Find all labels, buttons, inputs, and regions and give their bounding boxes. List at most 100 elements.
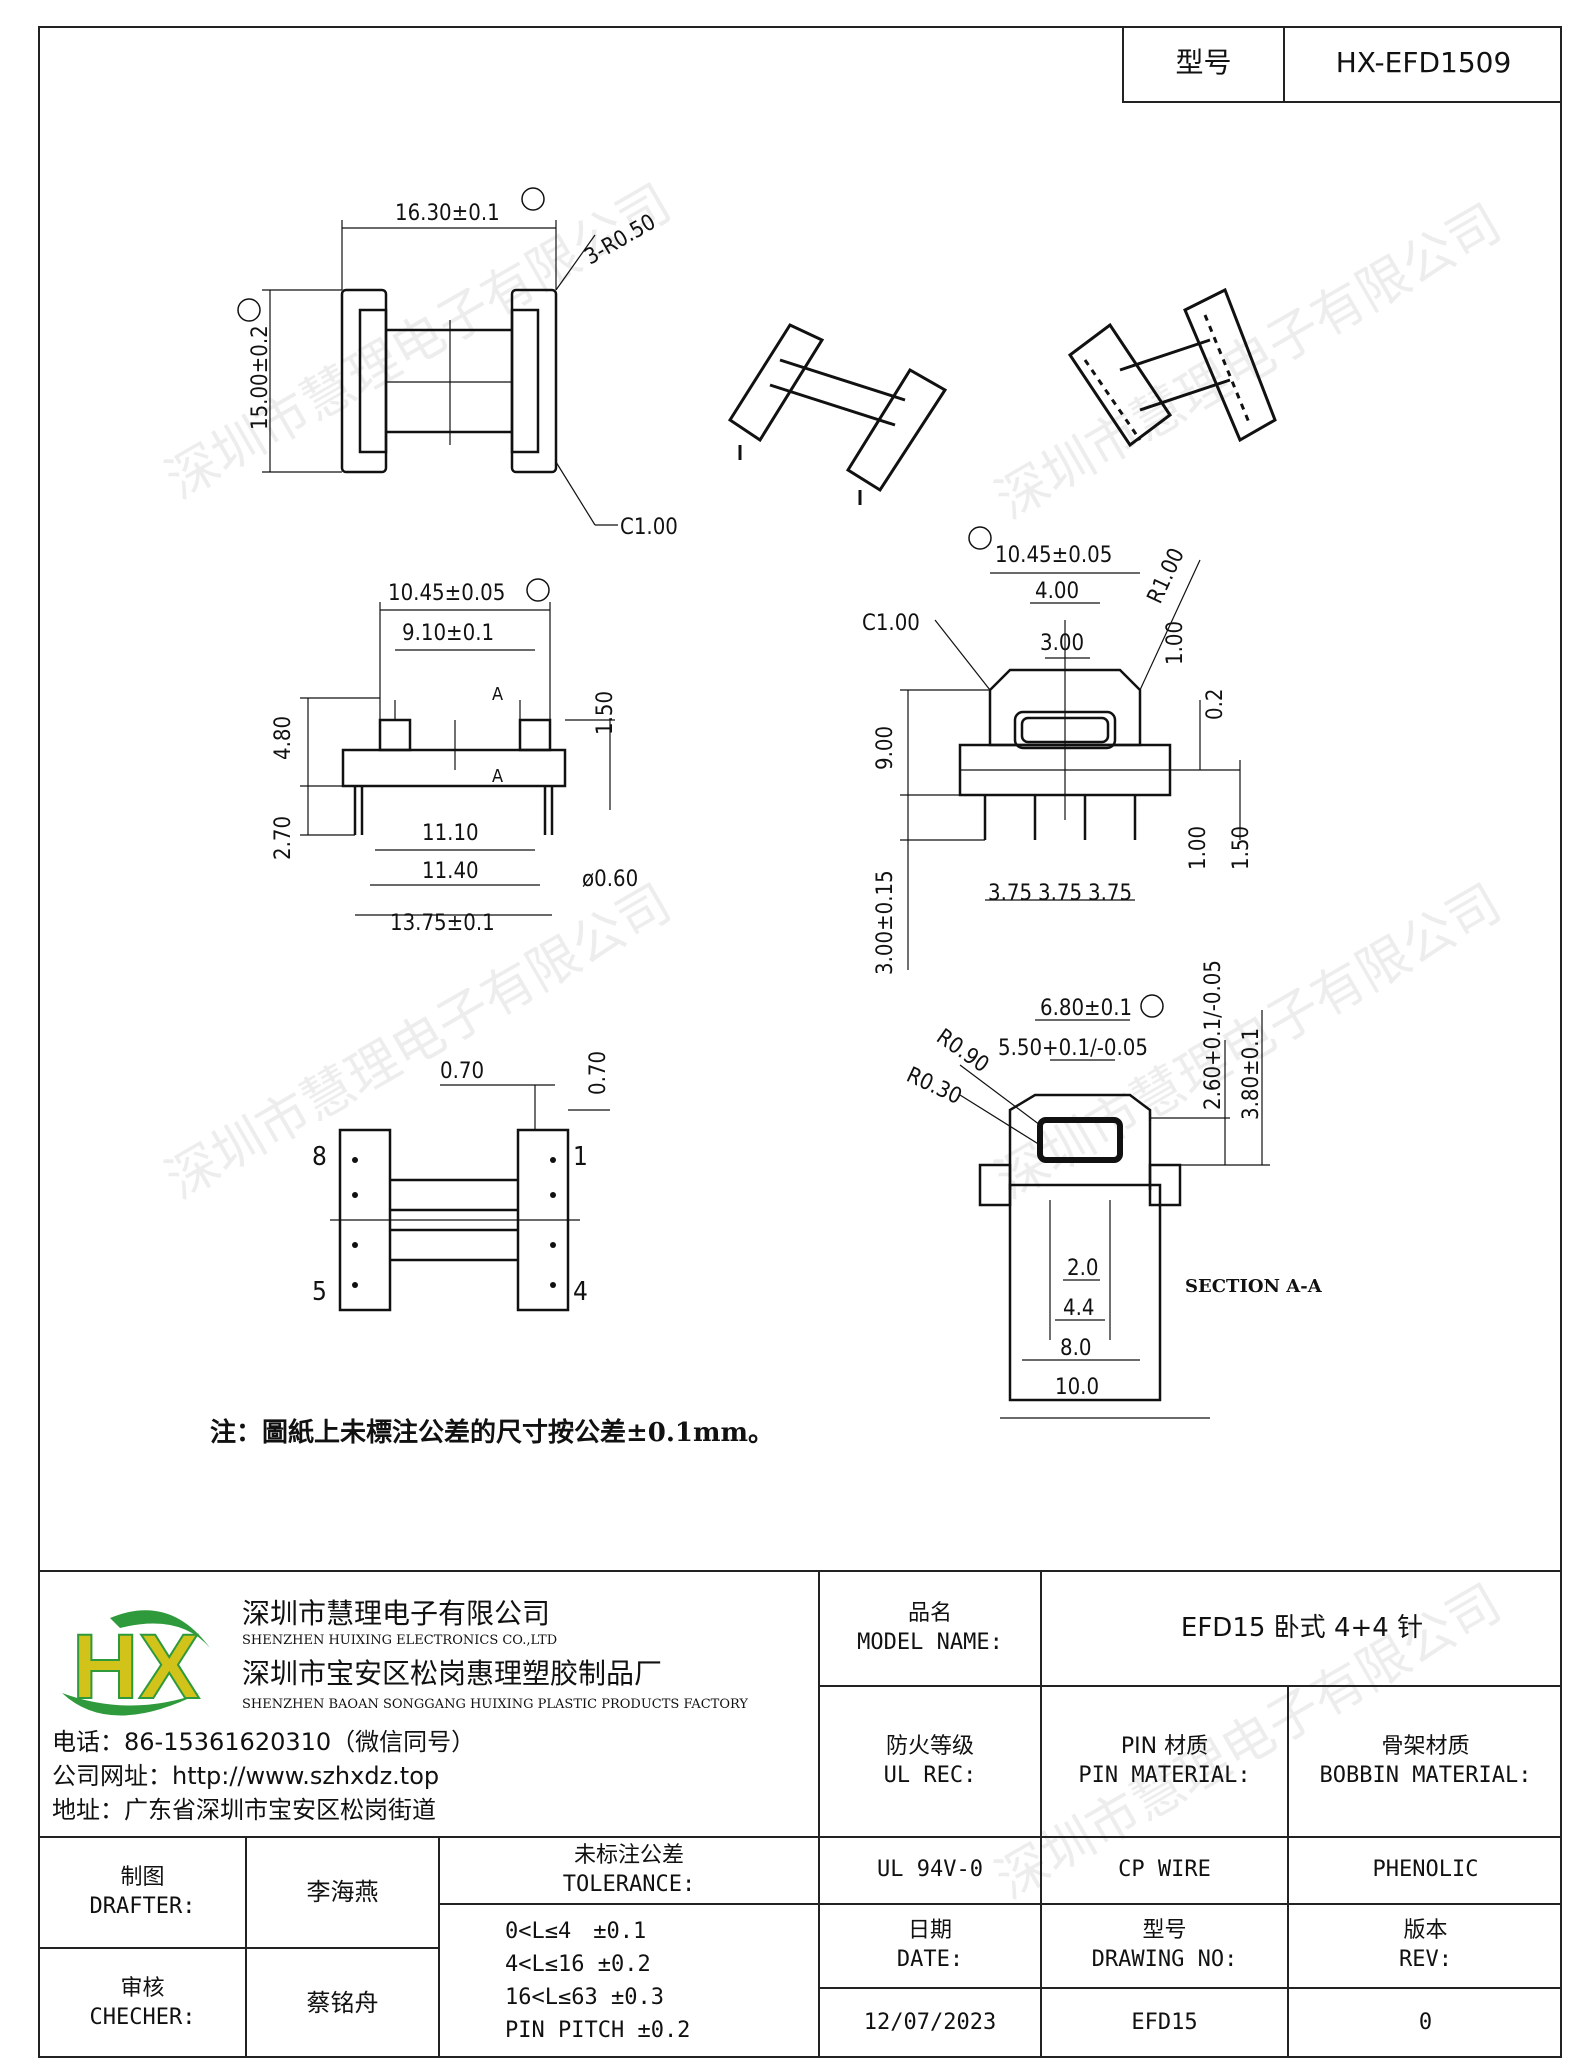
pin-material-en: PIN MATERIAL:: [1078, 1762, 1251, 1788]
dim-bottom-070a: 0.70: [440, 1059, 484, 1084]
dim-side-100: 1.00: [1163, 621, 1188, 665]
iso-view-1: [727, 323, 948, 505]
date-en: DATE:: [896, 1947, 964, 1972]
dim-side-400: 4.00: [1035, 579, 1079, 604]
front-view: [300, 602, 615, 916]
drawing-no-label: 型号 DRAWING NO:: [1042, 1905, 1287, 1987]
dim-sec-680: 6.80±0.1: [1040, 996, 1132, 1021]
model-name-value: EFD15 卧式 4+4 针: [1180, 1612, 1424, 1643]
section-mark-bottom: A: [492, 766, 503, 787]
ul-rec-en: UL REC:: [883, 1762, 977, 1788]
ul-rec-label: 防火等级 UL REC:: [820, 1687, 1040, 1836]
rev-value: 0: [1418, 2010, 1433, 2036]
dim-sec-260: 2.60+0.1/-0.05: [1201, 960, 1226, 1110]
section-view: [959, 1010, 1270, 1419]
dim-side-pitch3: 3.75: [1088, 881, 1132, 906]
dim-side-k: 3.00±0.15: [873, 870, 898, 975]
dim-side-pitch1: 3.75: [988, 881, 1032, 906]
pin-label-5: 5: [312, 1277, 327, 1307]
tolerance-cn: 未标注公差: [573, 1842, 684, 1868]
dim-sec-r090: R0.90: [932, 1024, 994, 1078]
model-name-label: 品名 MODEL NAME:: [820, 1572, 1040, 1685]
technical-drawing: 16.30±0.1 3-R0.50 15.00±0.2 C1.00: [237, 187, 1323, 1419]
checker-cn: 审核: [120, 1975, 165, 2001]
dim-bottom-070b: 0.70: [586, 1051, 611, 1095]
checker-value: 蔡铭舟: [306, 1988, 379, 2017]
top-view: [262, 220, 618, 526]
pin-material-label: PIN 材质 PIN MATERIAL:: [1042, 1687, 1287, 1836]
dim-front-span2: 11.40: [422, 859, 479, 884]
date-cn: 日期: [907, 1918, 952, 1944]
rev-label: 版本 REV:: [1289, 1905, 1562, 1987]
bobbin-material-en: BOBBIN MATERIAL:: [1319, 1762, 1532, 1788]
drafter-en: DRAFTER:: [89, 1893, 196, 1919]
header-model-label: 型号: [1175, 46, 1232, 80]
dim-top-height: 15.00±0.2: [248, 325, 273, 430]
company-name-2: 深圳市宝安区松岗惠理塑胶制品厂: [242, 1657, 663, 1690]
pin-label-4: 4: [573, 1277, 588, 1307]
dim-sec-r030: R0.30: [902, 1063, 965, 1110]
tolerance-line: 16<L≤63 ±0.3: [505, 1985, 664, 2010]
dim-sec-44: 4.4: [1063, 1296, 1094, 1321]
dim-front-g: 13.75±0.1: [390, 911, 495, 936]
company-phone: 电话：86-15361620310（微信同号）: [52, 1728, 476, 1756]
date-value: 12/07/2023: [863, 2010, 997, 2036]
company-name-1: 深圳市慧理电子有限公司: [242, 1597, 551, 1630]
pin-material-value: CP WIRE: [1118, 1857, 1211, 1883]
company-name-1-en: SHENZHEN HUIXING ELECTRONICS CO.,LTD: [242, 1633, 558, 1648]
header-model-box: [1122, 26, 1562, 103]
tolerance-en: TOLERANCE:: [562, 1871, 696, 1897]
dim-side-j: 9.00: [873, 726, 898, 770]
section-mark-top: A: [492, 684, 503, 705]
drawing-no-cn: 型号: [1142, 1918, 1187, 1944]
dim-front-c: 10.45±0.05: [388, 581, 505, 606]
dim-front-span1: 11.10: [422, 821, 479, 846]
tolerance-line: 4<L≤16 ±0.2: [505, 1952, 651, 1977]
rev-cn: 版本: [1403, 1918, 1448, 1944]
bottom-pin-dots: [352, 1157, 556, 1288]
dim-front-pin: ø0.60: [582, 867, 638, 892]
checker-en: CHECHER:: [89, 2004, 196, 2030]
dim-side-n: 1.50: [1229, 826, 1254, 870]
drawing-no-en: DRAWING NO:: [1091, 1947, 1238, 1972]
tolerance-line: PIN PITCH ±0.2: [505, 2018, 691, 2043]
ul-rec-value: UL 94V-0: [877, 1857, 983, 1883]
dim-top-chamfer: C1.00: [620, 515, 678, 540]
dim-front-f: 2.70: [271, 816, 296, 860]
drafter-cn: 制图: [120, 1864, 165, 1890]
dim-side-pitch2: 3.75: [1038, 881, 1082, 906]
bottom-view: [330, 1084, 610, 1312]
pin-label-8: 8: [312, 1142, 327, 1172]
dim-sec-20: 2.0: [1067, 1256, 1098, 1281]
checker-label: 审核 CHECHER:: [40, 1949, 245, 2058]
date-label: 日期 DATE:: [820, 1905, 1040, 1987]
drafter-label: 制图 DRAFTER:: [40, 1838, 245, 1947]
rev-en: REV:: [1399, 1947, 1452, 1972]
dim-sec-80: 8.0: [1060, 1336, 1091, 1361]
dim-sec-100: 10.0: [1055, 1375, 1099, 1400]
dim-top-radius: 3-R0.50: [581, 210, 661, 270]
tolerance-label: 未标注公差 TOLERANCE:: [440, 1838, 818, 1903]
bobbin-material-label: 骨架材质 BOBBIN MATERIAL:: [1289, 1687, 1562, 1836]
dim-sec-380: 3.80±0.1: [1239, 1028, 1264, 1120]
logo-text: HX: [72, 1616, 200, 1718]
side-view: [900, 559, 1241, 970]
drawing-frame: [38, 26, 1562, 2058]
bobbin-material-value: PHENOLIC: [1372, 1857, 1479, 1883]
header-model-value: HX-EFD1509: [1335, 46, 1512, 80]
dim-front-e: 4.80: [271, 716, 296, 760]
dim-top-width: 16.30±0.1: [395, 201, 500, 226]
dim-front-rib: 1.50: [593, 691, 618, 735]
pin-label-1: 1: [573, 1142, 588, 1172]
bobbin-material-cn: 骨架材质: [1381, 1733, 1470, 1759]
dim-side-m: 1.00: [1186, 826, 1211, 870]
dim-side-300: 3.00: [1040, 631, 1084, 656]
company-logo: HX: [62, 1610, 210, 1719]
pin-material-cn: PIN 材质: [1120, 1733, 1209, 1759]
company-name-2-en: SHENZHEN BAOAN SONGGANG HUIXING PLASTIC …: [242, 1697, 748, 1712]
drawing-note: 注：圖紙上未標注公差的尺寸按公差±0.1mm。: [210, 1418, 775, 1448]
dim-sec-550: 5.50+0.1/-0.05: [998, 1036, 1148, 1061]
company-address: 地址：广东省深圳市宝安区松岗街道: [52, 1796, 436, 1824]
model-name-en: MODEL NAME:: [857, 1629, 1003, 1655]
tolerance-list: 0<L≤4 ±0.1 4<L≤16 ±0.2 16<L≤63 ±0.3 PIN …: [505, 1915, 690, 2047]
